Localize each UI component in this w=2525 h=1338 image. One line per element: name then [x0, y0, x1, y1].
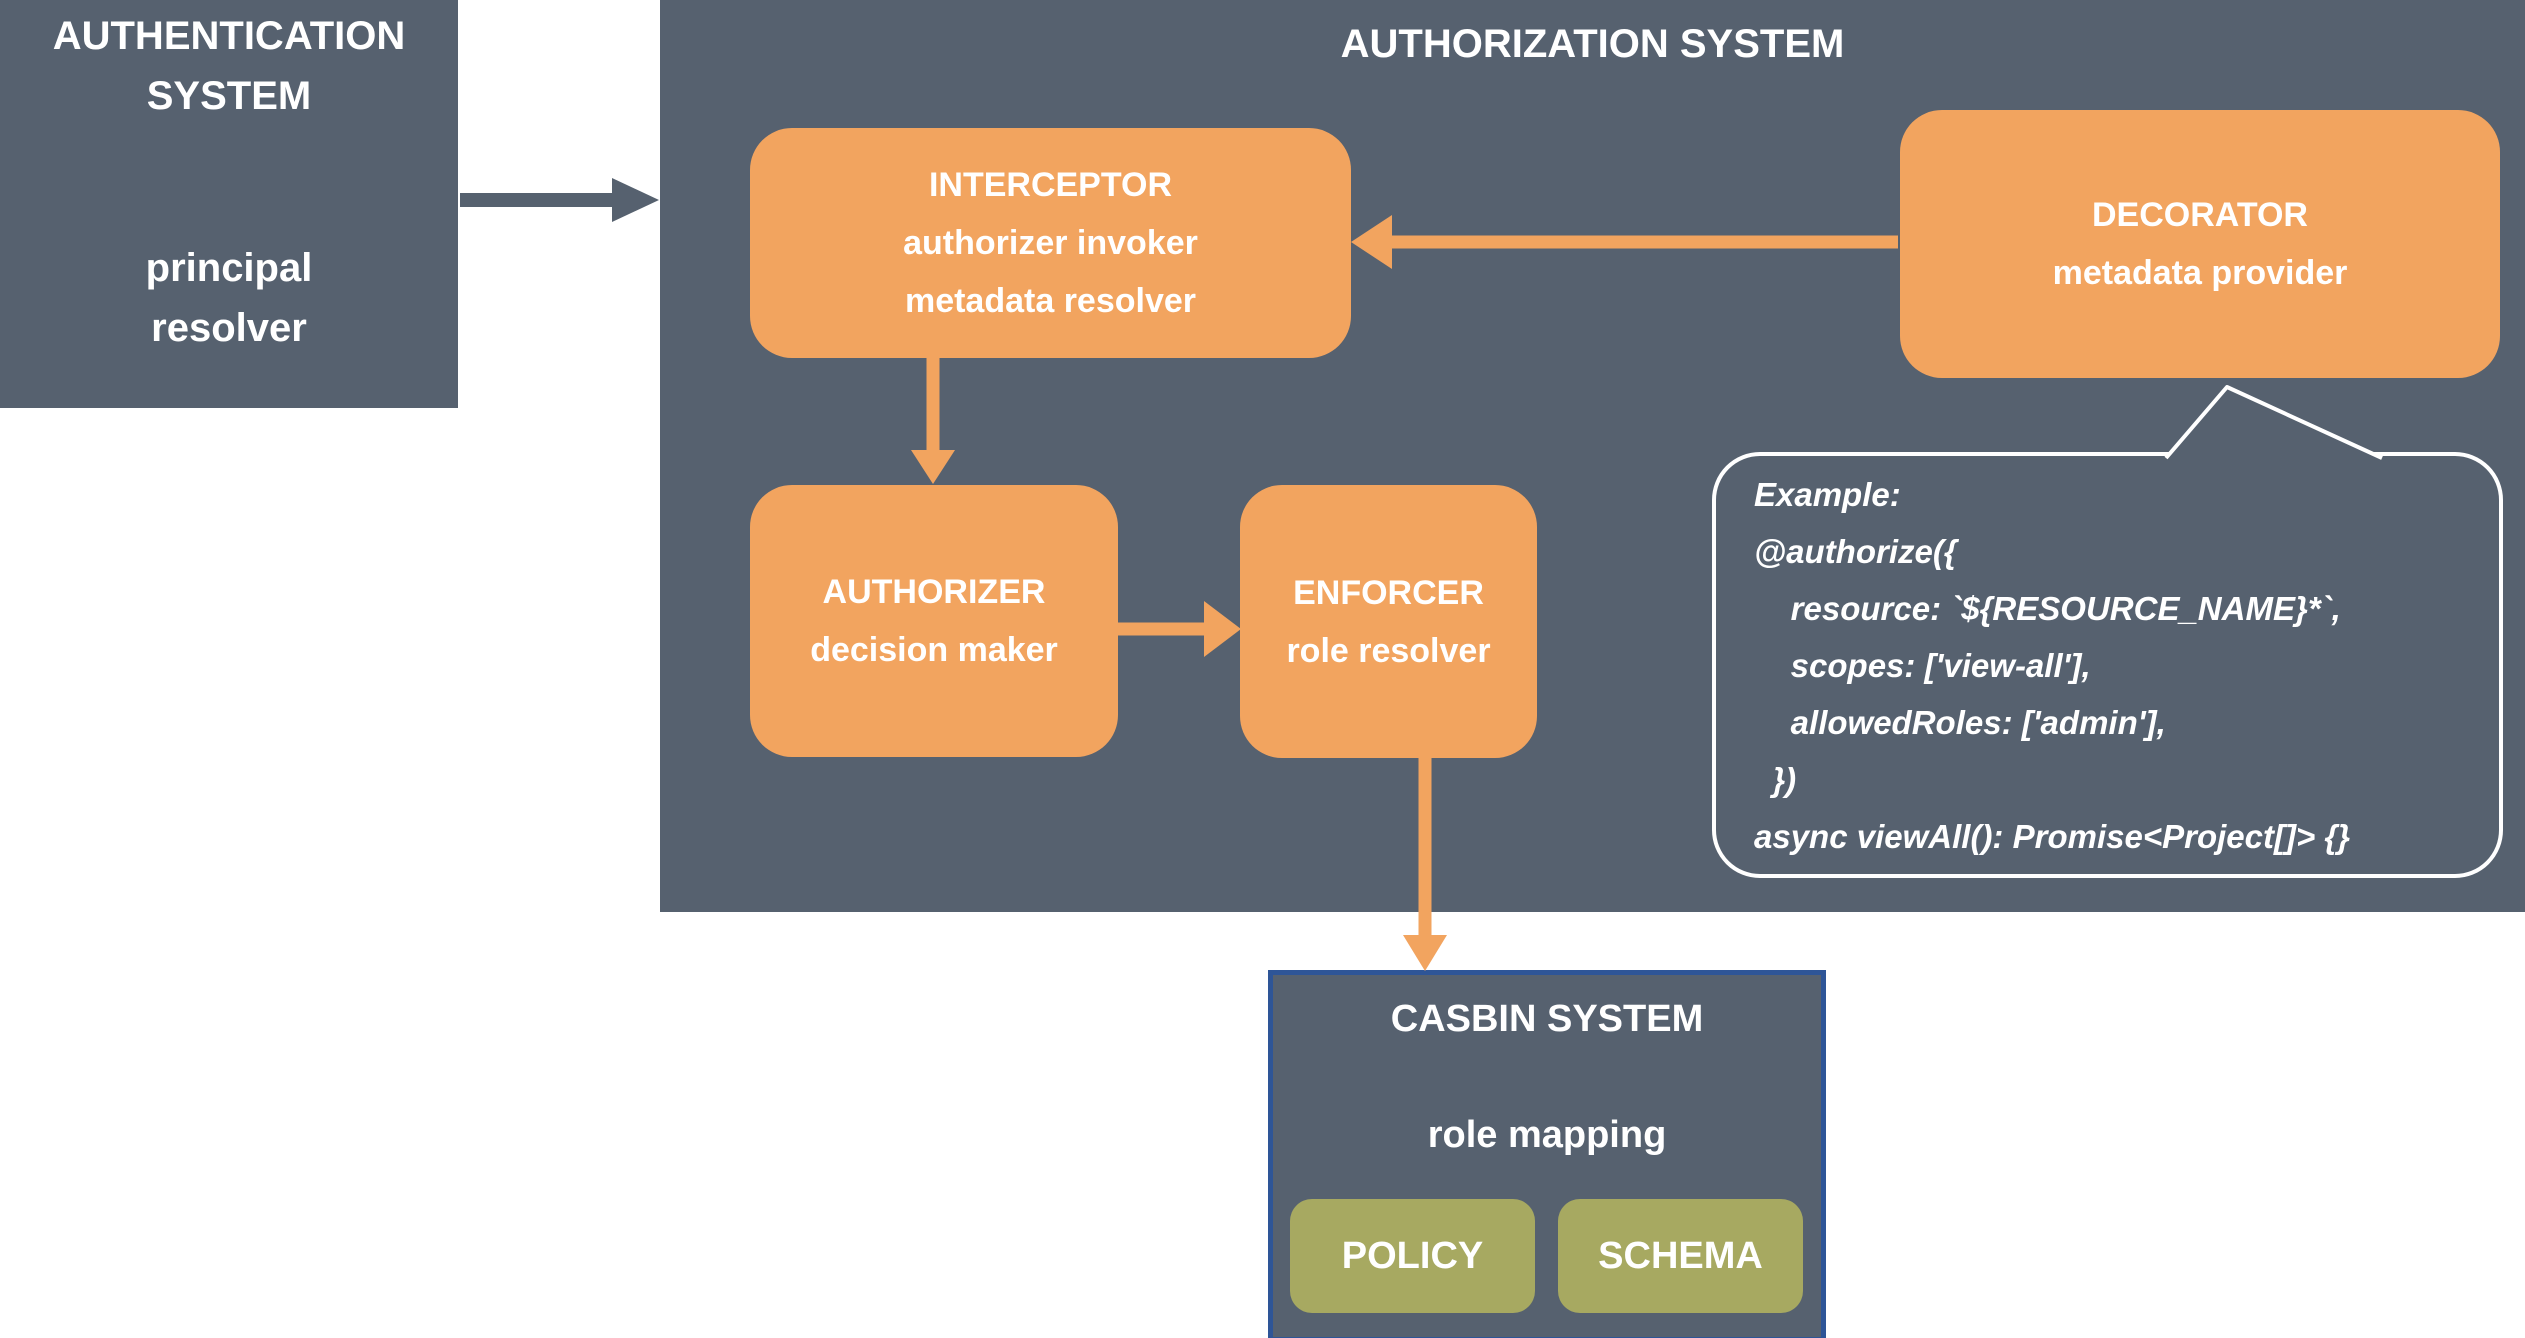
- code-line: Example:: [1754, 476, 1901, 513]
- label-line: principal: [145, 246, 313, 290]
- label-line: role resolver: [1286, 631, 1491, 670]
- label-line: resolver: [151, 306, 307, 350]
- code-line: resource: `${RESOURCE_NAME}*`,: [1754, 590, 2341, 627]
- authentication-system-box: AUTHENTICATION SYSTEM principal resolver: [0, 0, 458, 408]
- schema-label: SCHEMA: [1598, 1235, 1763, 1277]
- decorator-box: DECORATOR metadata provider: [1900, 110, 2500, 378]
- label-line: AUTHORIZER: [822, 573, 1046, 611]
- authorization-title: AUTHORIZATION SYSTEM: [1340, 22, 1845, 66]
- arrow-auth-to-authz: [460, 178, 659, 222]
- interceptor-box: INTERCEPTOR authorizer invoker metadata …: [750, 128, 1351, 358]
- label-line: metadata resolver: [904, 282, 1197, 320]
- authentication-title: AUTHENTICATION SYSTEM: [53, 6, 406, 126]
- title-line: AUTHENTICATION: [52, 14, 406, 58]
- policy-box: POLICY: [1290, 1199, 1535, 1313]
- enforcer-box: ENFORCER role resolver: [1240, 485, 1537, 758]
- code-line: }): [1754, 761, 1797, 798]
- schema-box: SCHEMA: [1558, 1199, 1803, 1313]
- code-callout: Example: @authorize({ resource: `${RESOU…: [1712, 452, 2503, 878]
- label-line: ENFORCER: [1293, 573, 1484, 612]
- label-line: decision maker: [810, 631, 1058, 669]
- role-mapping-label: role mapping: [1427, 1114, 1667, 1156]
- code-line: @authorize({: [1754, 533, 1957, 570]
- code-line: async viewAll(): Promise<Project[]> {}: [1754, 818, 2351, 855]
- label-line: INTERCEPTOR: [928, 166, 1173, 204]
- casbin-title: CASBIN SYSTEM: [1390, 998, 1704, 1040]
- code-line: scopes: ['view-all'],: [1754, 647, 2091, 684]
- policy-label: POLICY: [1341, 1235, 1484, 1277]
- title-line: SYSTEM: [146, 74, 312, 118]
- principal-resolver-label: principal resolver: [146, 238, 313, 358]
- code-line: allowedRoles: ['admin'],: [1754, 704, 2166, 741]
- label-line: metadata provider: [2052, 254, 2348, 292]
- authorizer-box: AUTHORIZER decision maker: [750, 485, 1118, 757]
- label-line: authorizer invoker: [903, 224, 1198, 262]
- label-line: DECORATOR: [2092, 196, 2308, 234]
